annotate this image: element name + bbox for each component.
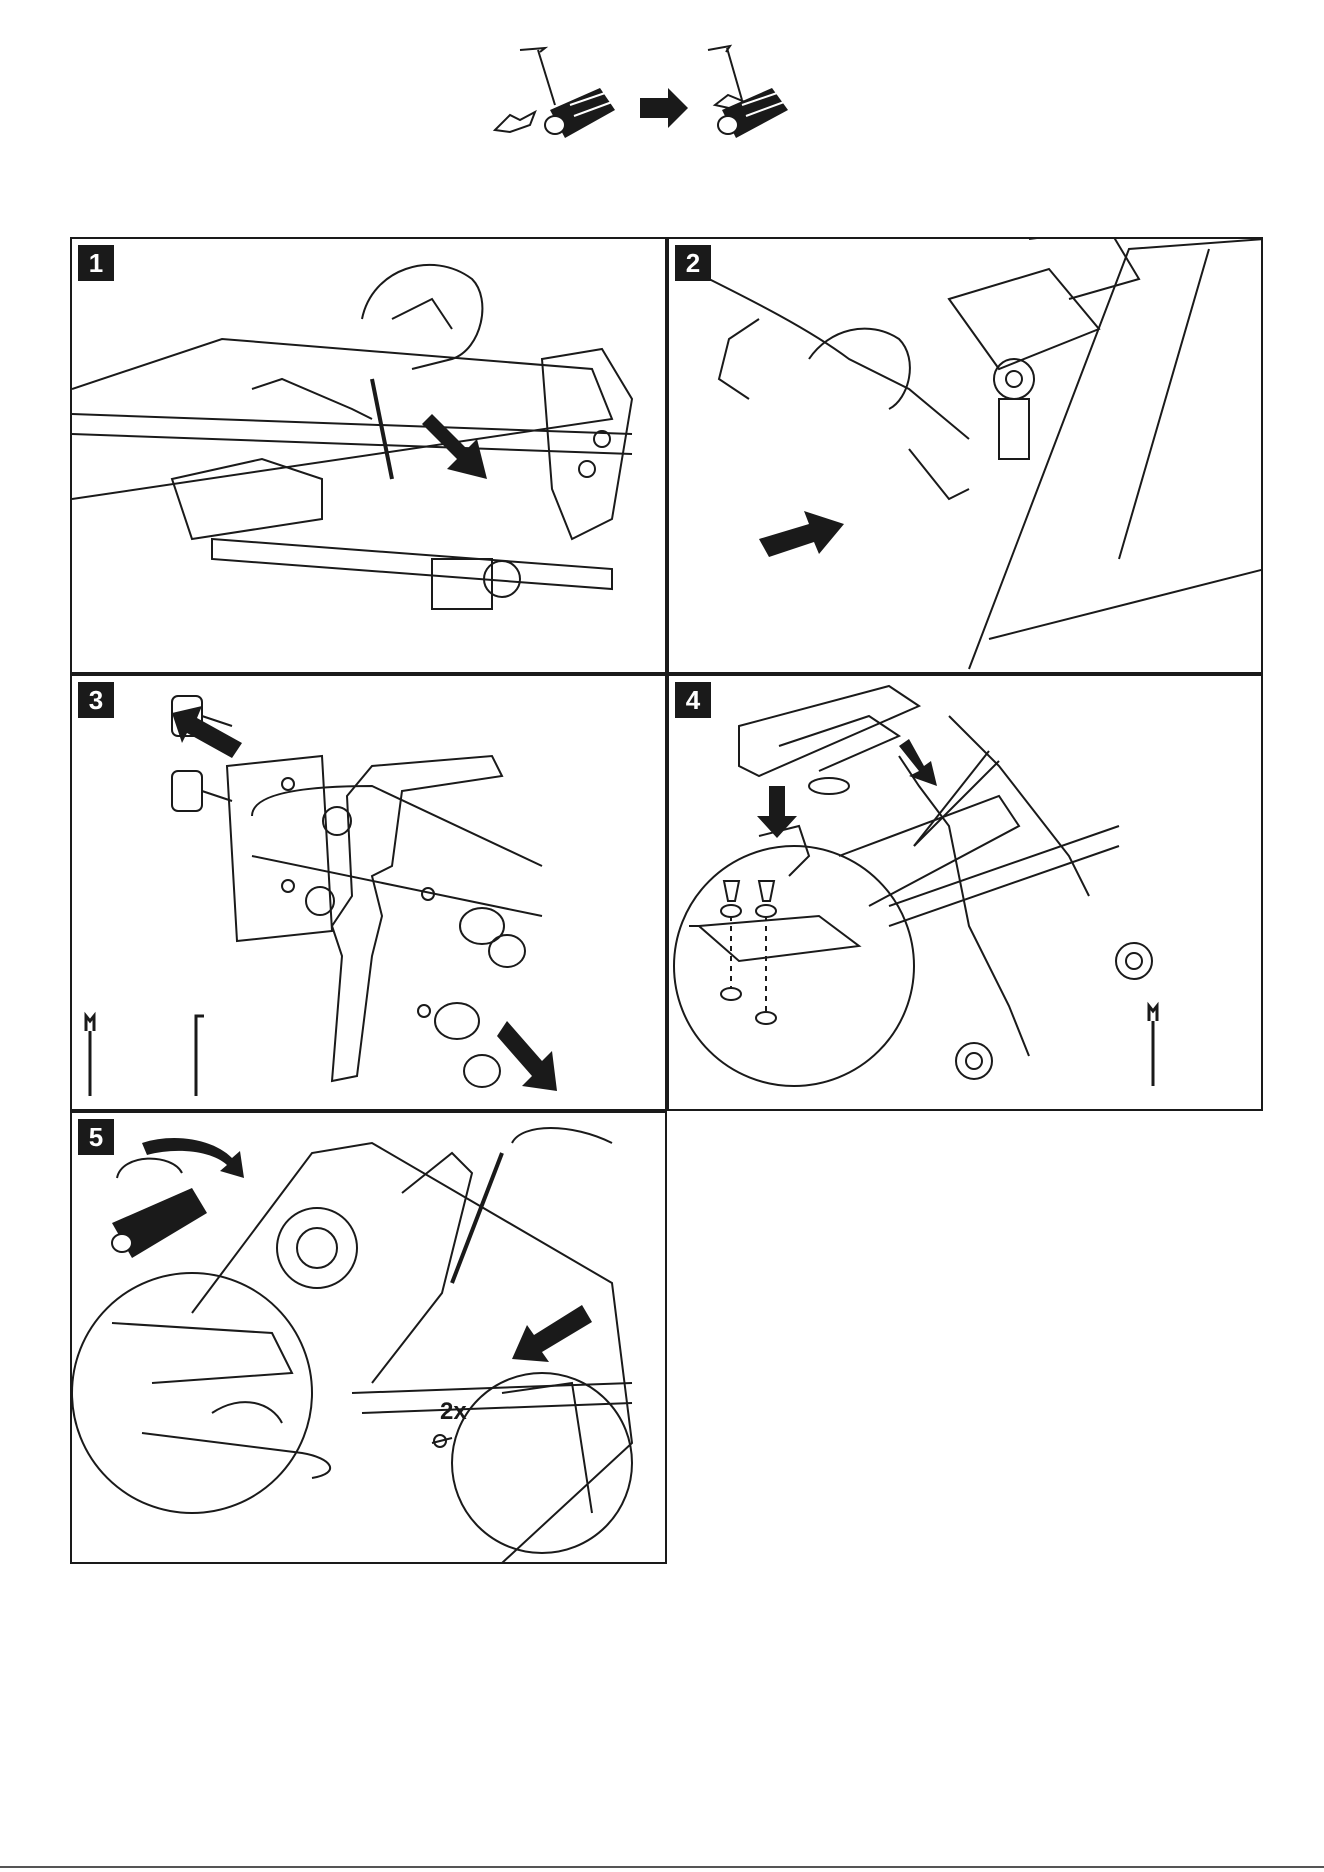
page-bottom-rule	[0, 1866, 1324, 1868]
step-2-panel: 2	[667, 237, 1263, 674]
arrow-icon	[757, 786, 797, 838]
step-1-illustration	[72, 239, 667, 674]
stand-mini-icon	[112, 1159, 207, 1258]
wrench-icon	[86, 1016, 94, 1096]
step-2-illustration	[669, 239, 1263, 674]
step-4-panel: 4	[667, 674, 1263, 1111]
step-5-panel: 5 2x	[70, 1111, 667, 1564]
arrow-icon	[172, 706, 242, 758]
arrow-icon	[759, 511, 844, 557]
header-illustration	[490, 30, 840, 170]
step-3-illustration	[72, 676, 667, 1111]
arrow-icon	[497, 1021, 557, 1091]
assembled-stand-icon	[708, 46, 788, 138]
curved-arrow-icon	[142, 1138, 244, 1178]
handle-icon	[545, 88, 615, 138]
wrench-icon	[1149, 1006, 1157, 1086]
step-5-illustration	[72, 1113, 667, 1564]
arrow-icon	[512, 1305, 592, 1362]
step-number: 4	[675, 682, 711, 718]
step-1-panel: 1	[70, 237, 667, 674]
hex-key-icon	[196, 1016, 204, 1096]
step-number: 1	[78, 245, 114, 281]
arrow-icon	[899, 739, 937, 786]
step-number: 2	[675, 245, 711, 281]
step-4-illustration	[669, 676, 1263, 1111]
arrow-right-icon	[640, 88, 688, 128]
quantity-label: 2x	[440, 1398, 467, 1426]
step-number: 3	[78, 682, 114, 718]
header-svg	[490, 30, 840, 170]
step-3-panel: 3	[70, 674, 667, 1111]
step-number: 5	[78, 1119, 114, 1155]
